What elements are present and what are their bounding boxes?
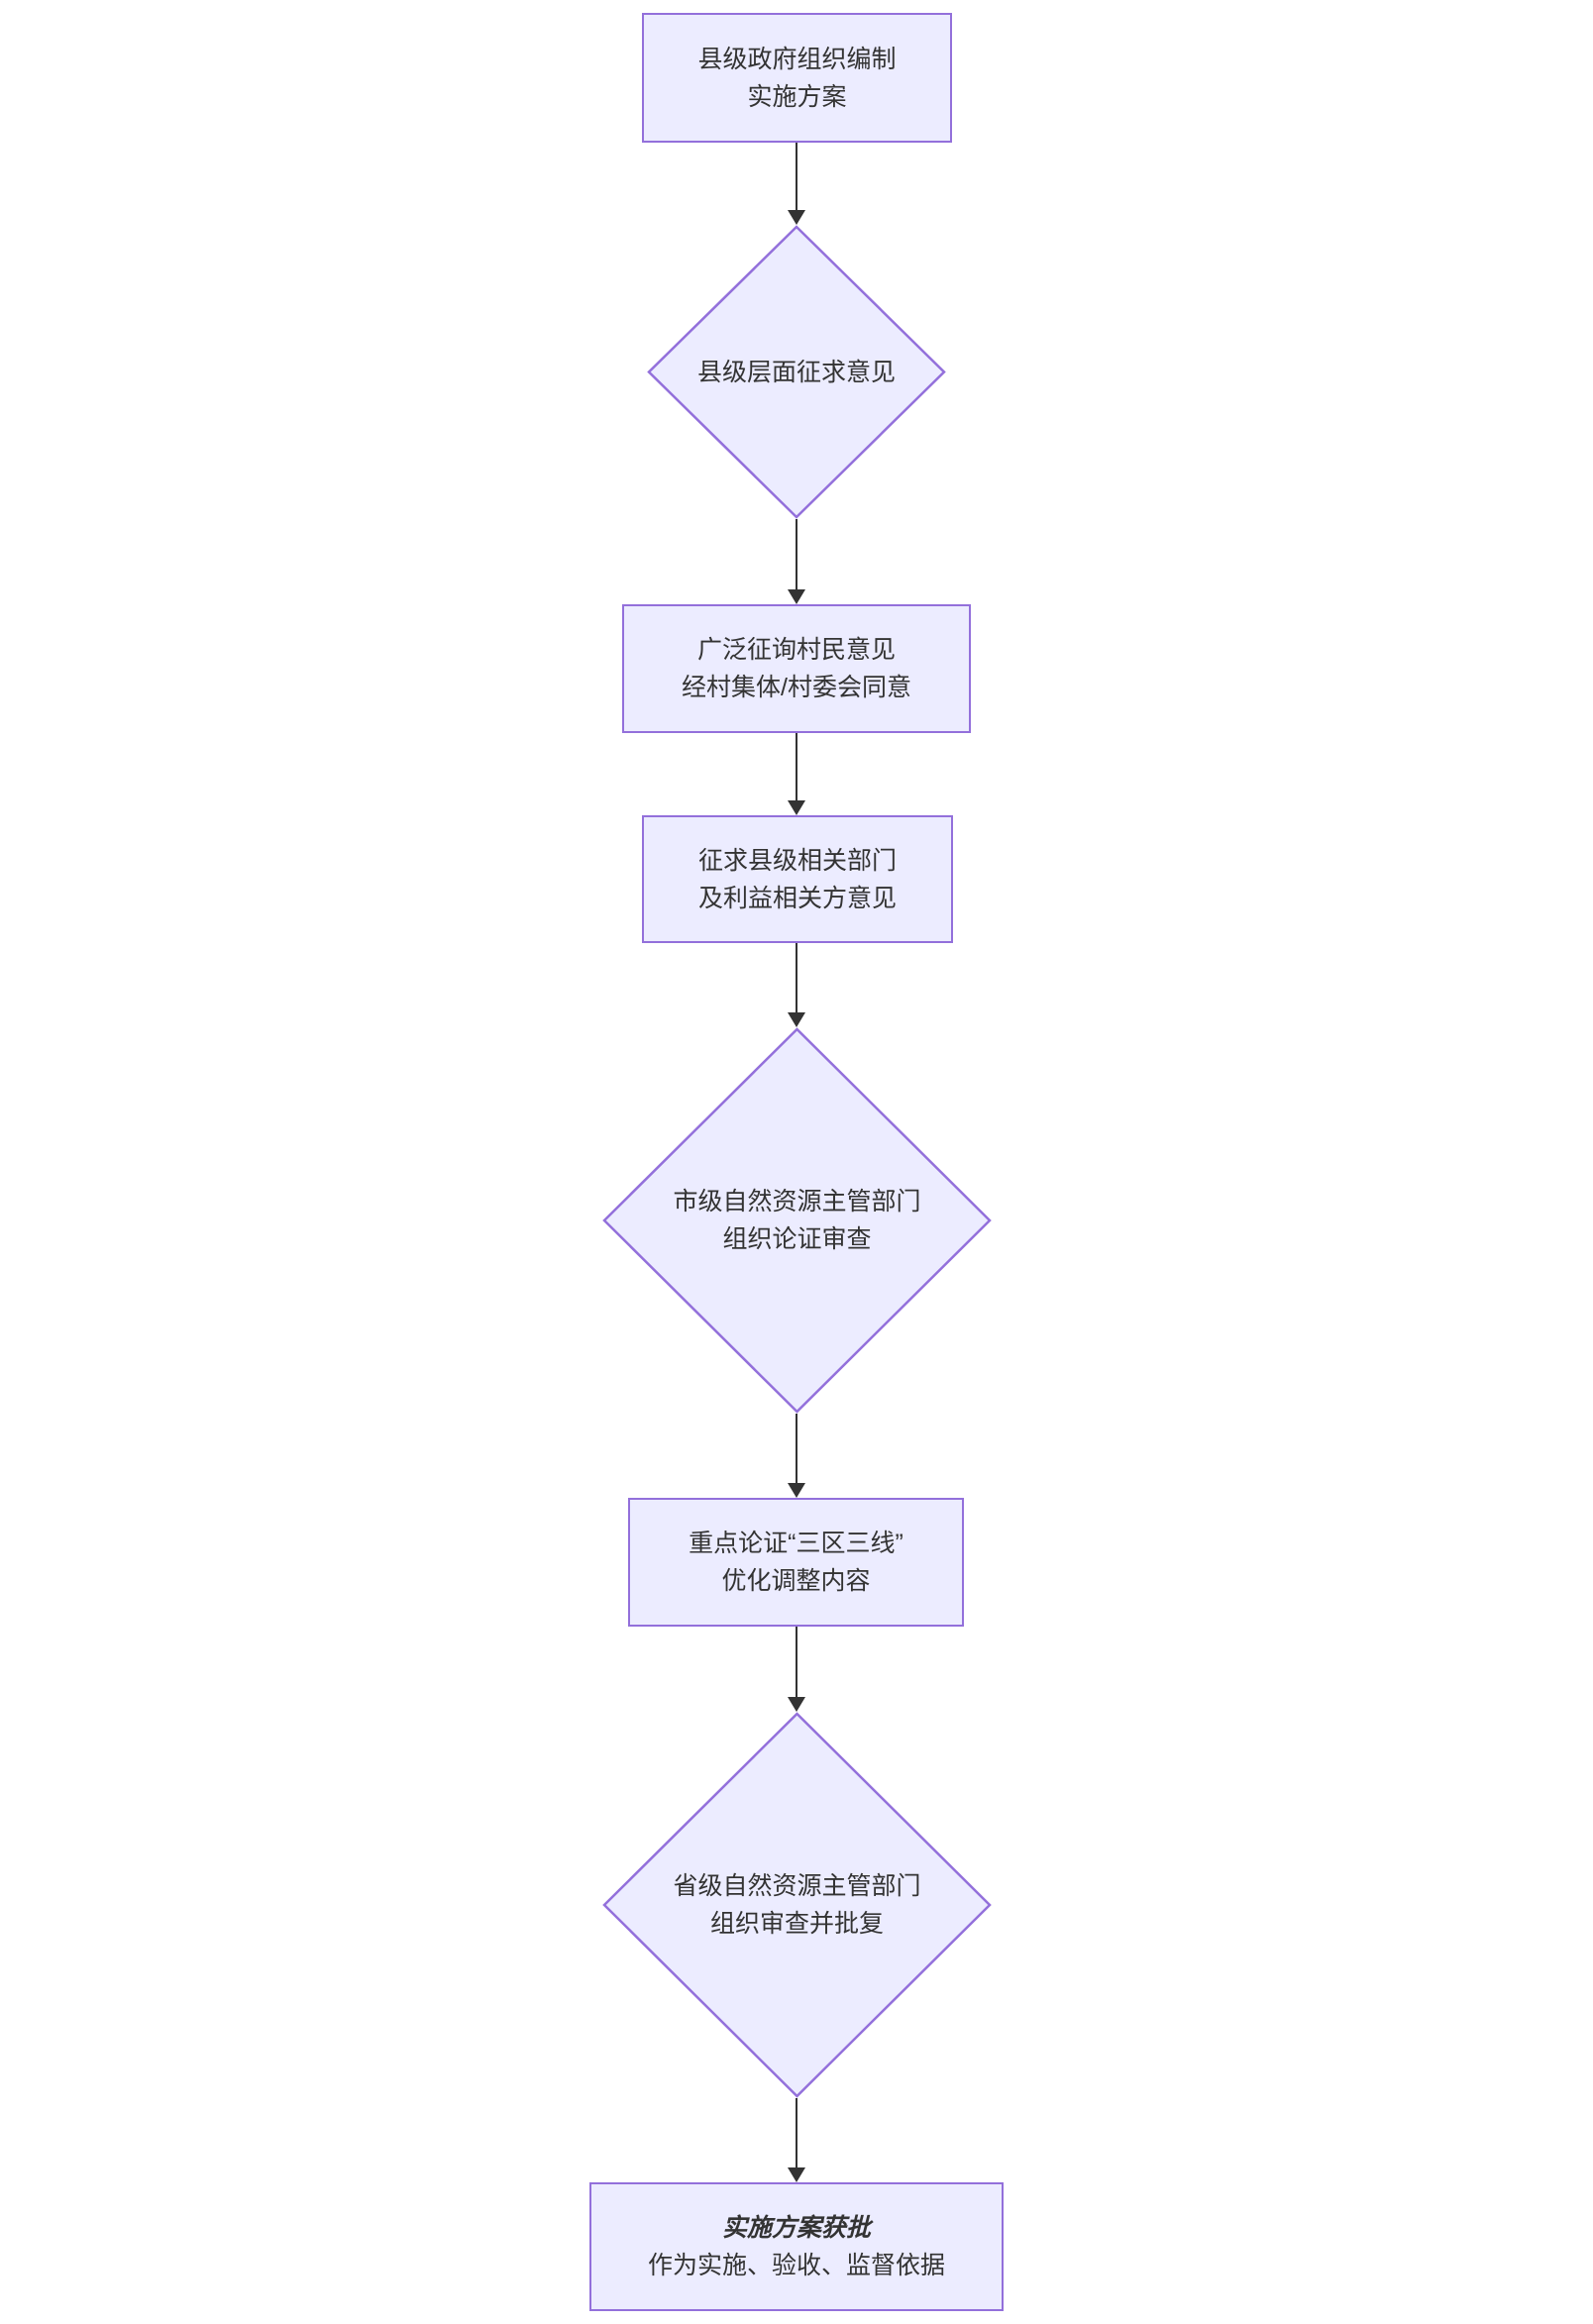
- node-county-consult: 县级层面征求意见: [647, 225, 946, 519]
- node-province-review: 省级自然资源主管部门 组织审查并批复: [602, 1712, 992, 2098]
- node-label: 实施方案获批 作为实施、验收、监督依据: [591, 2184, 1002, 2309]
- node-label: 征求县级相关部门 及利益相关方意见: [644, 817, 951, 941]
- arrow-line: [796, 943, 797, 1014]
- arrow-line: [796, 1627, 797, 1699]
- node-three-zones-review: 重点论证“三区三线” 优化调整内容: [628, 1498, 964, 1627]
- arrow-province-review-to-plan-approved: [788, 2098, 805, 2182]
- label-line: 广泛征询村民意见: [696, 636, 896, 664]
- label-line: 作为实施、验收、监督依据: [647, 2252, 945, 2279]
- label-line-emphasis: 实施方案获批: [721, 2214, 871, 2242]
- label-line: 市级自然资源主管部门: [673, 1188, 921, 1215]
- node-label: 广泛征询村民意见 经村集体/村委会同意: [624, 606, 969, 731]
- label-line: 省级自然资源主管部门: [673, 1872, 921, 1900]
- node-city-review: 市级自然资源主管部门 组织论证审查: [602, 1027, 992, 1414]
- arrow-line: [796, 143, 797, 212]
- node-villager-consult: 广泛征询村民意见 经村集体/村委会同意: [622, 604, 971, 733]
- arrow-line: [796, 519, 797, 591]
- label-line: 县级政府组织编制: [697, 45, 897, 73]
- arrowhead-down-icon: [788, 210, 805, 225]
- label-line: 县级层面征求意见: [696, 358, 896, 386]
- node-plan-approved: 实施方案获批 作为实施、验收、监督依据: [589, 2182, 1004, 2311]
- node-label: 县级政府组织编制 实施方案: [644, 15, 950, 141]
- arrow-three-zones-review-to-province-review: [788, 1627, 805, 1712]
- node-label: 县级层面征求意见: [647, 225, 946, 519]
- arrowhead-down-icon: [788, 800, 805, 815]
- arrow-county-dept-consult-to-city-review: [788, 943, 805, 1027]
- arrow-city-review-to-three-zones-review: [788, 1414, 805, 1498]
- label-line: 组织审查并批复: [709, 1910, 884, 1938]
- diamond-shape: [602, 1027, 992, 1414]
- arrow-line: [796, 1414, 797, 1485]
- arrowhead-down-icon: [788, 1697, 805, 1712]
- arrowhead-down-icon: [788, 1012, 805, 1027]
- arrowhead-down-icon: [788, 1483, 805, 1498]
- diamond-shape: [602, 1712, 992, 2098]
- arrowhead-down-icon: [788, 589, 805, 604]
- arrow-line: [796, 2098, 797, 2169]
- node-label: 重点论证“三区三线” 优化调整内容: [630, 1500, 962, 1625]
- node-county-dept-consult: 征求县级相关部门 及利益相关方意见: [642, 815, 953, 943]
- node-label: 市级自然资源主管部门 组织论证审查: [602, 1027, 992, 1414]
- label-line: 及利益相关方意见: [697, 884, 897, 912]
- arrow-line: [796, 733, 797, 802]
- diamond-shape: [647, 225, 946, 519]
- label-line: 优化调整内容: [721, 1567, 871, 1595]
- label-line: 组织论证审查: [722, 1225, 872, 1253]
- arrow-county-gov-plan-to-county-consult: [788, 143, 805, 225]
- label-line: 实施方案: [747, 82, 847, 111]
- label-line: 征求县级相关部门: [697, 846, 897, 875]
- arrow-villager-consult-to-county-dept-consult: [788, 733, 805, 815]
- arrowhead-down-icon: [788, 2167, 805, 2182]
- label-line: 经村集体/村委会同意: [682, 674, 911, 701]
- node-county-gov-plan: 县级政府组织编制 实施方案: [642, 13, 952, 143]
- arrow-county-consult-to-villager-consult: [788, 519, 805, 604]
- label-line: 重点论证“三区三线”: [689, 1530, 903, 1557]
- node-label: 省级自然资源主管部门 组织审查并批复: [602, 1712, 992, 2098]
